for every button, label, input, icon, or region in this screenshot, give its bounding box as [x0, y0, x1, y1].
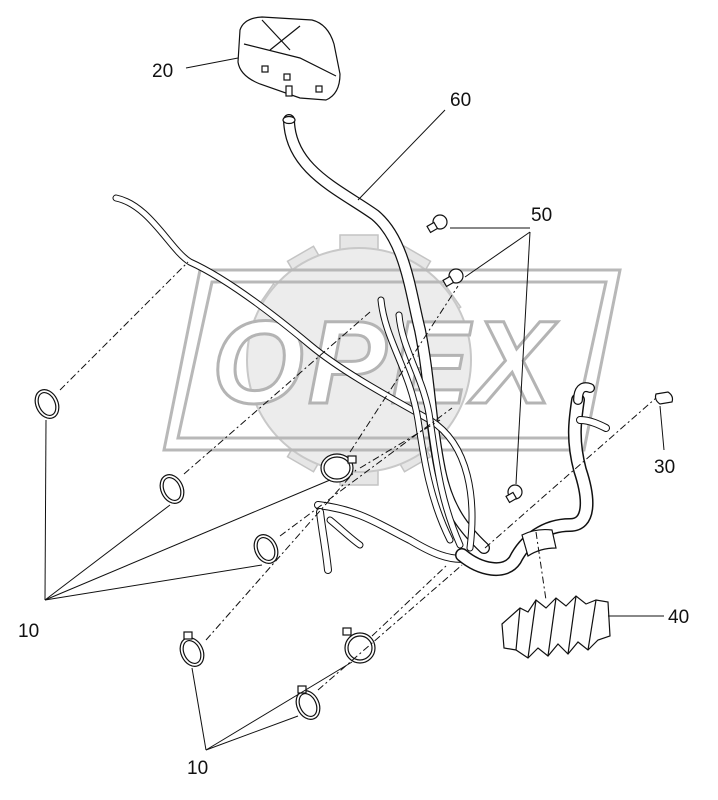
pipe-lower-left [314, 501, 474, 574]
callout-50: 50 [531, 205, 552, 226]
callout-10-b: 10 [187, 758, 208, 779]
clamp-part-10-1 [34, 389, 60, 419]
callout-40: 40 [668, 607, 689, 628]
leader-lines [44, 57, 665, 751]
pipe-stubs [377, 296, 464, 549]
clamp-part-10-6 [342, 627, 376, 664]
clamp-part-10-5 [179, 631, 205, 667]
clamp-part-10-2 [159, 474, 185, 504]
pipe-top-left [112, 194, 476, 552]
reservoir-part-20 [237, 16, 341, 101]
alignment-lines [59, 261, 657, 691]
callouts: 20 60 50 30 40 10 10 [18, 61, 689, 779]
callout-60: 60 [450, 90, 471, 111]
watermark-text: OPEX [212, 297, 558, 429]
watermark: OPEX [162, 234, 622, 486]
clamp-part-10-4 [320, 453, 357, 483]
cap-part-30 [654, 391, 674, 405]
callout-30: 30 [654, 457, 675, 478]
boot-part-40 [501, 595, 611, 659]
fitting-part-50-c [505, 484, 523, 504]
fitting-part-50-b [442, 268, 464, 288]
clamp-part-10-3 [253, 534, 279, 564]
hose-right [455, 382, 610, 577]
callout-10-a: 10 [18, 621, 39, 642]
callout-20: 20 [152, 61, 173, 82]
fitting-part-50-a [426, 214, 448, 234]
clamp-part-10-7 [295, 685, 321, 720]
